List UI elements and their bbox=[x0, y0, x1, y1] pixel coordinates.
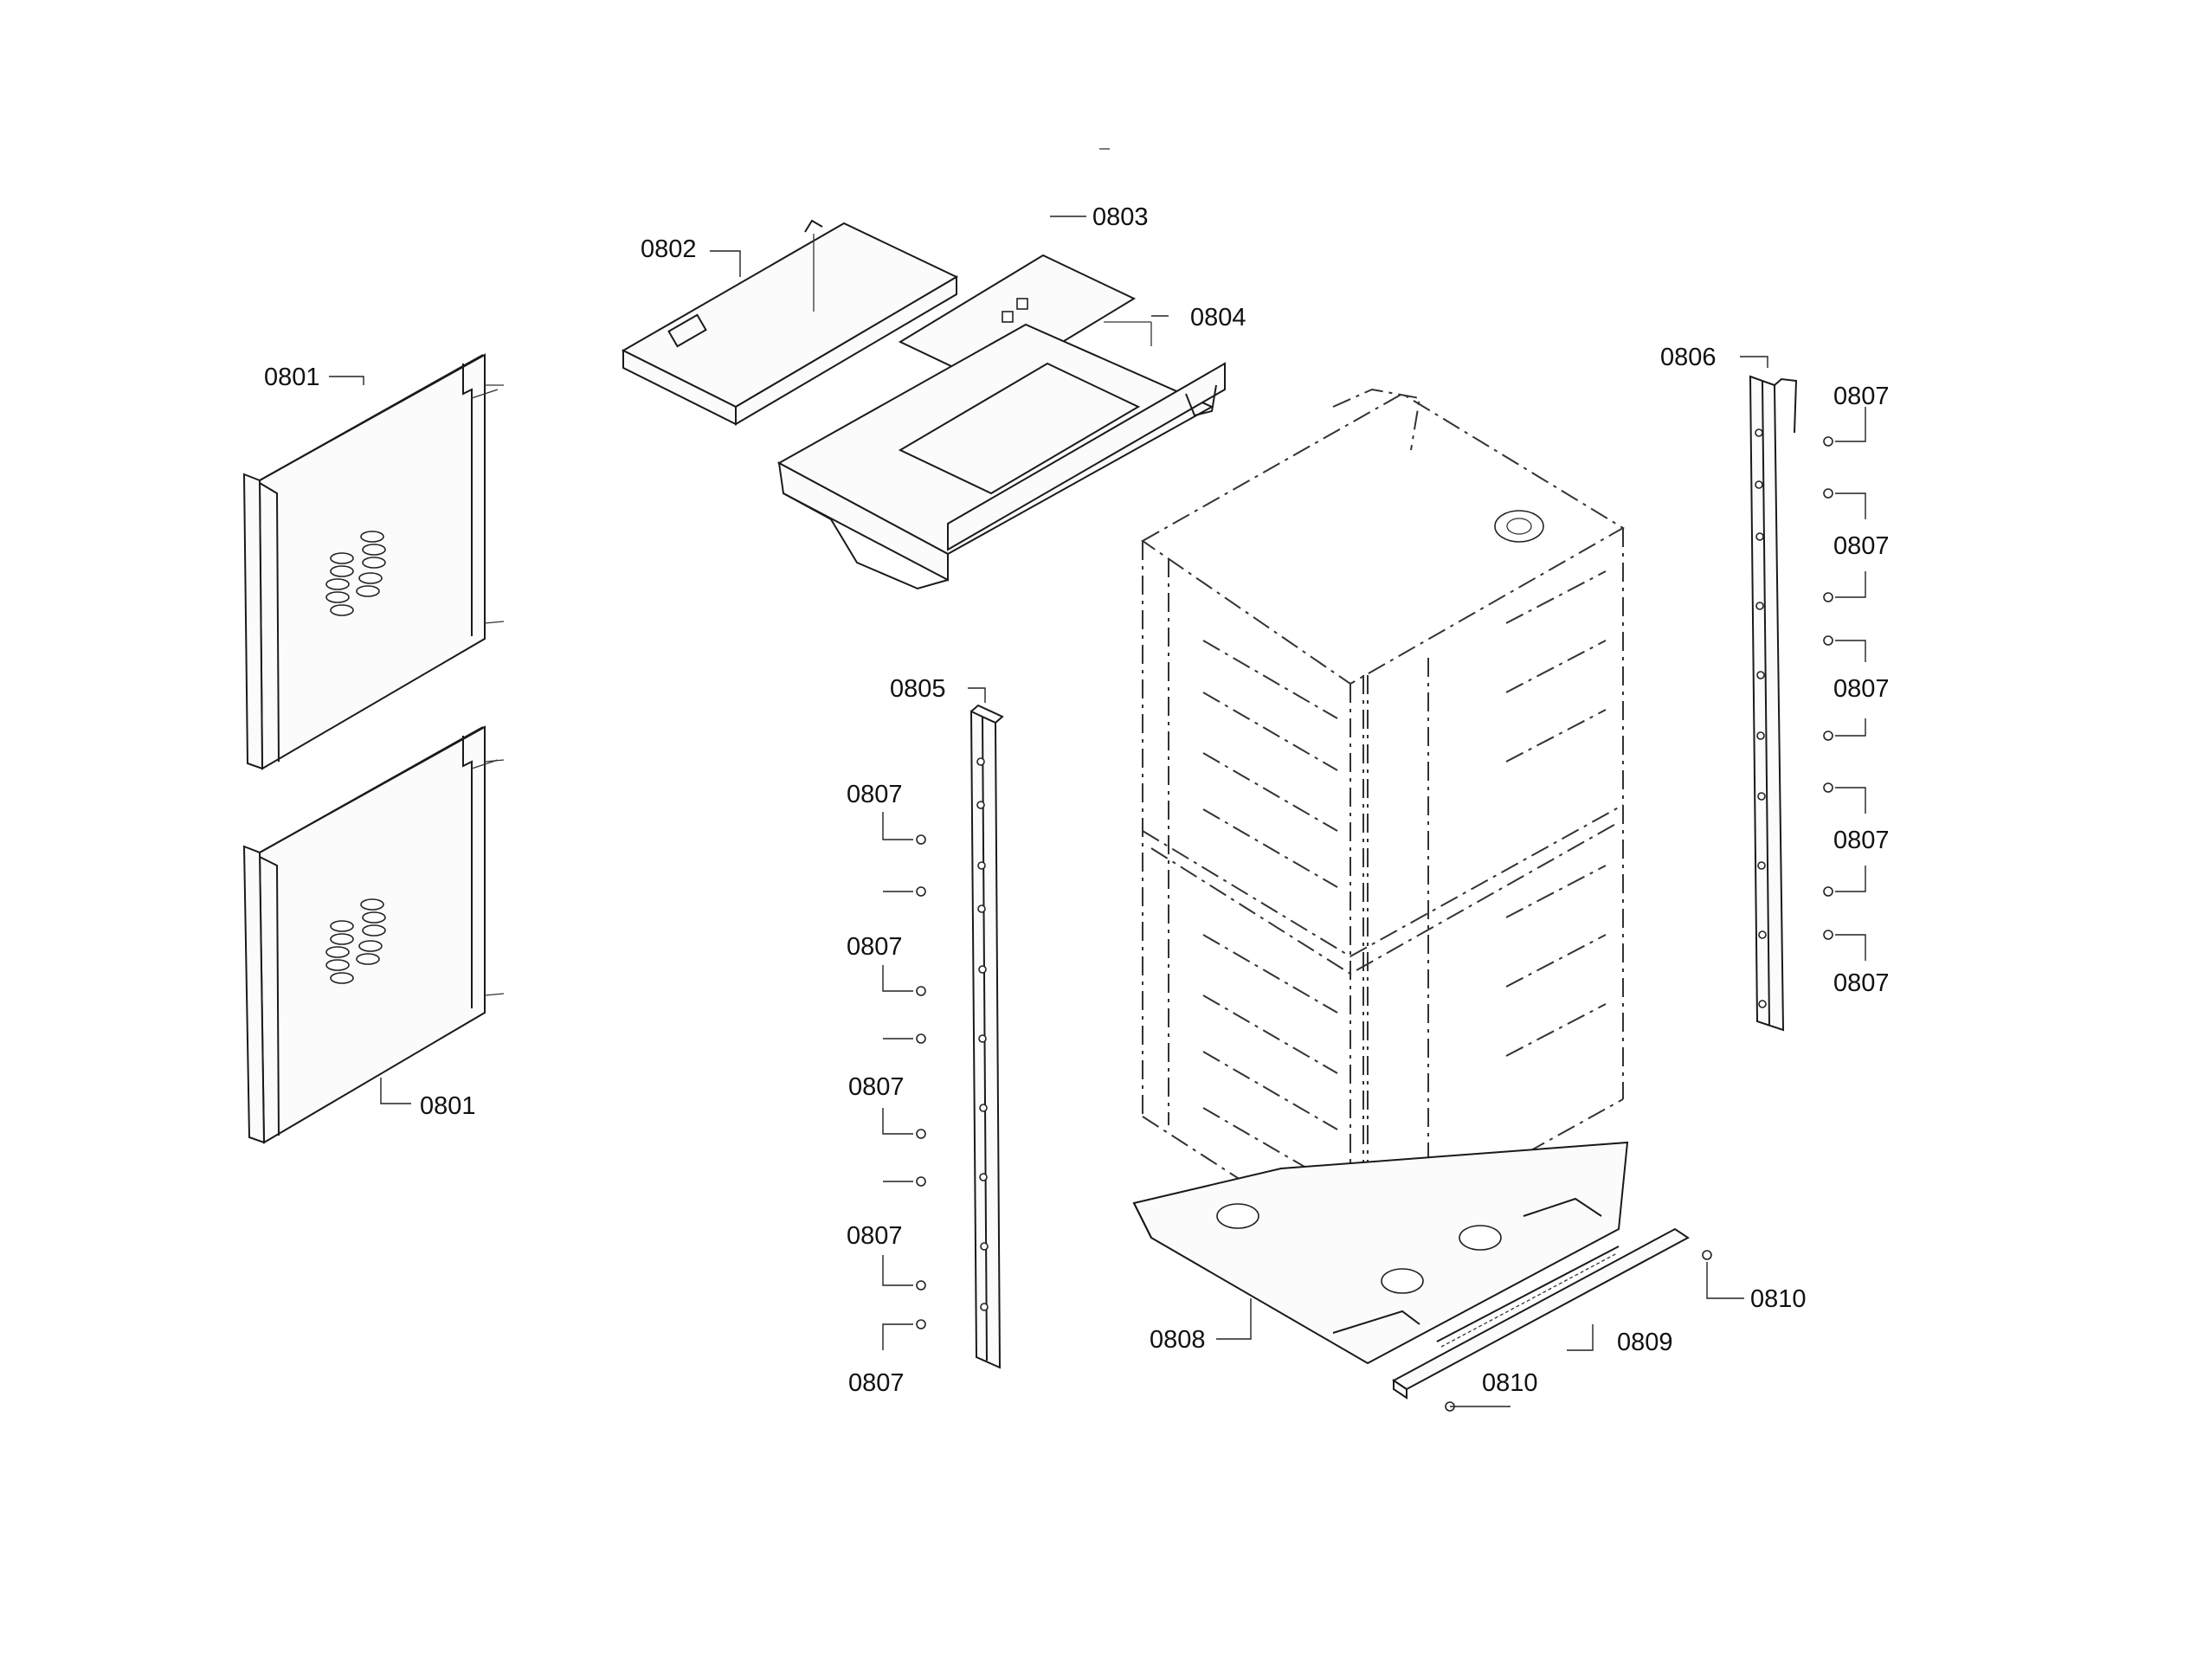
screw-0810-right bbox=[1702, 1250, 1712, 1260]
oven-cavity-frame bbox=[1141, 388, 1625, 1252]
side-rail-left bbox=[969, 704, 1004, 1369]
label-0807-left-3: 0807 bbox=[848, 1073, 905, 1101]
label-0807-right-4: 0807 bbox=[1833, 827, 1890, 854]
label-0807-left-5: 0807 bbox=[848, 1369, 905, 1397]
label-0809: 0809 bbox=[1617, 1329, 1673, 1356]
label-0804: 0804 bbox=[1190, 304, 1246, 331]
vent-slots-lower bbox=[325, 898, 386, 984]
label-0801-lower: 0801 bbox=[420, 1092, 476, 1120]
label-0807-left-2: 0807 bbox=[847, 933, 903, 961]
leader-lines bbox=[329, 216, 1866, 1407]
screws-right bbox=[1823, 436, 1833, 940]
label-0807-right-2: 0807 bbox=[1833, 532, 1890, 560]
rail-left-holes bbox=[976, 757, 989, 1311]
label-0801-upper: 0801 bbox=[264, 364, 320, 391]
label-0807-right-5: 0807 bbox=[1833, 969, 1890, 997]
side-panel-lower bbox=[242, 725, 505, 1144]
label-0806: 0806 bbox=[1660, 344, 1717, 371]
part-labels: 0801 0801 0802 0803 0804 0805 0806 0807 … bbox=[264, 203, 1890, 1397]
side-rail-right bbox=[1749, 375, 1798, 1032]
label-0807-left-1: 0807 bbox=[847, 781, 903, 808]
label-0807-right-3: 0807 bbox=[1833, 675, 1890, 703]
top-cover bbox=[621, 219, 959, 426]
label-0803: 0803 bbox=[1092, 203, 1149, 231]
bottom-front-rail bbox=[1392, 1227, 1690, 1400]
label-0810-right: 0810 bbox=[1750, 1285, 1807, 1313]
bottom-plate bbox=[1132, 1141, 1629, 1365]
label-0810-front: 0810 bbox=[1482, 1369, 1538, 1397]
label-0807-right-1: 0807 bbox=[1833, 383, 1890, 410]
screws-left bbox=[916, 834, 926, 1329]
label-0802: 0802 bbox=[641, 235, 697, 263]
label-0807-left-4: 0807 bbox=[847, 1222, 903, 1250]
label-0805: 0805 bbox=[890, 675, 946, 703]
side-panel-upper bbox=[242, 353, 505, 770]
label-0808: 0808 bbox=[1150, 1326, 1206, 1354]
rail-right-holes bbox=[1755, 428, 1767, 1008]
top-frame-bracket bbox=[776, 321, 1226, 590]
vent-slots-upper bbox=[325, 531, 386, 616]
